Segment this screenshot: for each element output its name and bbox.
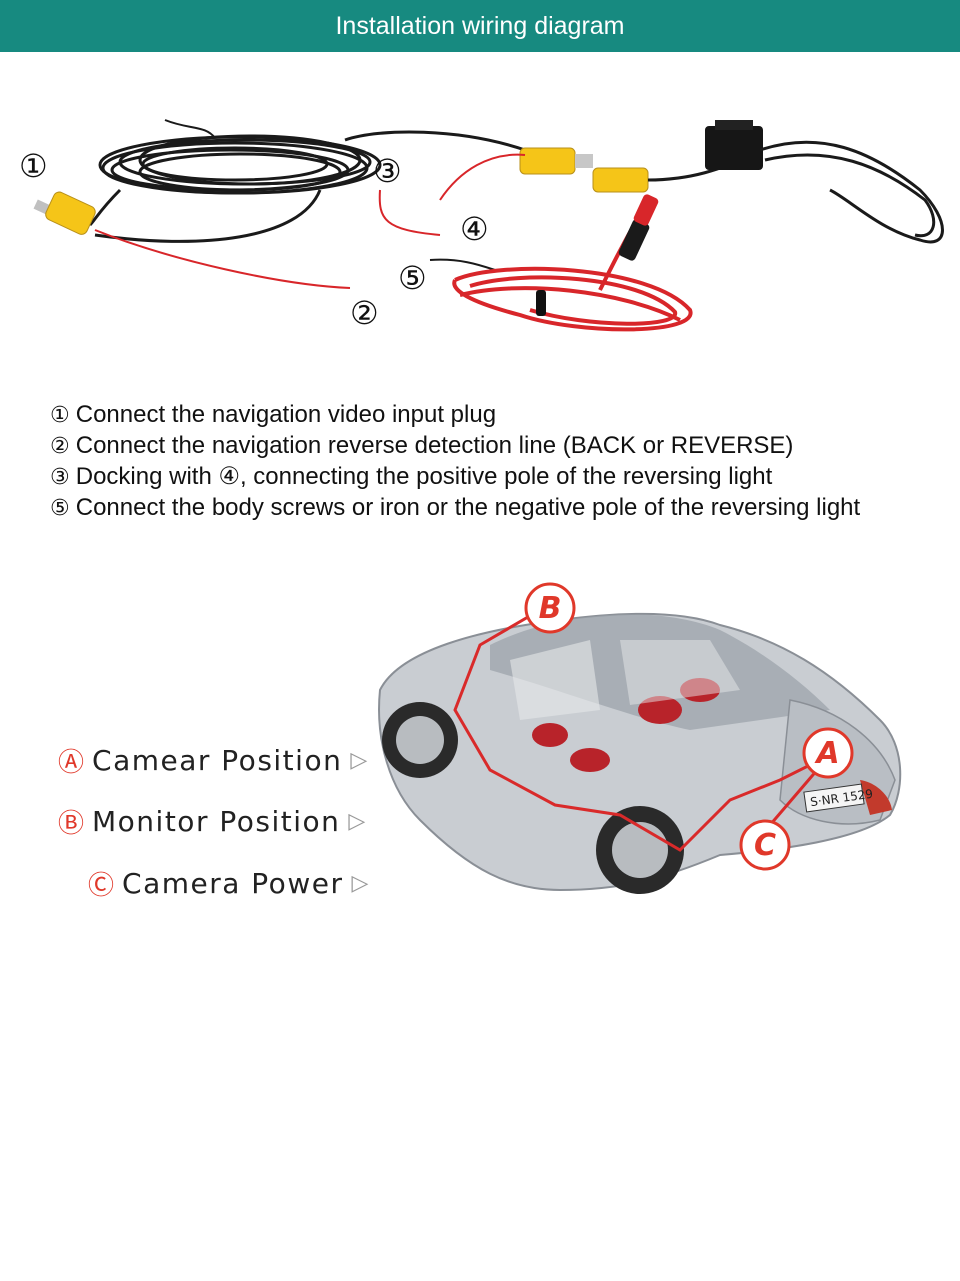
instruction-marker: ⑤ xyxy=(50,496,70,521)
badge-a-label: A xyxy=(814,736,839,771)
badge-b-label: B xyxy=(539,591,562,626)
wiring-diagram: ① ② ③ ④ ⑤ xyxy=(0,90,960,360)
page-title: Installation wiring diagram xyxy=(335,11,625,40)
instruction-marker: ② xyxy=(50,434,70,459)
badge-c: C xyxy=(739,819,791,871)
rca-plug-middle xyxy=(519,147,649,193)
legend-marker-a: Ⓐ xyxy=(58,748,85,778)
legend-label: Camera Power xyxy=(122,867,344,900)
legend-marker-b: Ⓑ xyxy=(58,809,85,839)
instruction-text: Connect the body screws or iron or the n… xyxy=(75,494,861,521)
legend-label: Monitor Position xyxy=(92,805,341,838)
page-header: Installation wiring diagram xyxy=(0,0,960,52)
marker-3: ③ xyxy=(373,152,402,190)
instruction-text: Connect the navigation reverse detection… xyxy=(75,432,794,459)
badge-b: B xyxy=(524,582,576,634)
camera-module xyxy=(705,120,763,170)
car-cutaway-image: S·NR 1529 B A C xyxy=(378,582,902,894)
marker-1: ① xyxy=(19,147,48,185)
rca-plug-left xyxy=(33,191,96,235)
legend-item-camera-position: Ⓐ Camear Position ▷ xyxy=(58,742,367,779)
instruction-marker: ③ xyxy=(50,465,70,490)
marker-5: ⑤ xyxy=(398,259,427,297)
power-connector xyxy=(618,194,659,261)
wiring-illustration xyxy=(33,119,944,332)
power-cable xyxy=(452,266,693,332)
coiled-cable xyxy=(98,134,382,195)
triangle-right-icon: ▷ xyxy=(351,871,369,896)
car-illustration: S·NR 1529 B A C xyxy=(360,570,920,930)
triangle-right-icon: ▷ xyxy=(348,809,366,834)
triangle-right-icon: ▷ xyxy=(350,748,368,773)
legend-item-camera-power: Ⓒ Camera Power ▷ xyxy=(88,865,368,902)
badge-c-label: C xyxy=(754,828,776,863)
instruction-marker: ① xyxy=(50,403,70,428)
legend-marker-c: Ⓒ xyxy=(88,871,115,901)
instruction-text: Docking with ④, connecting the positive … xyxy=(75,463,773,490)
legend-item-monitor-position: Ⓑ Monitor Position ▷ xyxy=(58,803,365,840)
instruction-text: Connect the navigation video input plug xyxy=(75,401,497,428)
legend-label: Camear Position xyxy=(92,744,343,777)
marker-4: ④ xyxy=(460,210,489,248)
marker-2: ② xyxy=(350,294,379,332)
badge-a: A xyxy=(802,727,854,779)
